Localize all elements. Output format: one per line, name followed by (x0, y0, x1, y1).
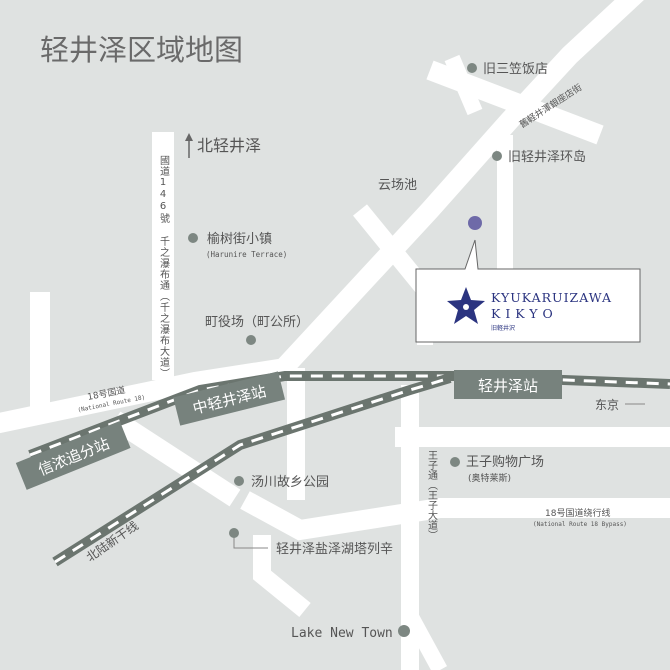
label-old-mikasa: 旧三笠饭店 (483, 62, 548, 77)
label-kumobaike: 云场池 (378, 178, 417, 193)
bellflower-logo-icon (447, 287, 485, 324)
label-yukawa-park: 汤川故乡公园 (251, 475, 329, 490)
pin-town-office (246, 335, 256, 345)
label-prince-road: 王子通（王子大道） (426, 450, 438, 540)
label-prince-shopping: 王子购物广场 (466, 454, 544, 470)
label-bypass: 18号国道绕行线 (545, 507, 610, 519)
label-route146: 國道146號 千之瀑布通（千之瀑布大道） (158, 155, 170, 379)
hotel-name-2: KIKYO (491, 306, 558, 321)
pin-prince-shopping (450, 457, 460, 467)
road-lake-new-town (402, 611, 448, 670)
station-karuizawa-label: 轻井泽站 (478, 377, 538, 395)
label-harunire: 榆树街小镇 (207, 232, 272, 247)
road-southwest-diagonal (109, 411, 241, 507)
pin-old-mikasa (467, 63, 477, 73)
label-shiozawa: 轻井泽盐泽湖塔列辛 (276, 542, 393, 557)
pin-harunire (188, 233, 198, 243)
label-town-office: 町役场（町公所） (205, 315, 309, 330)
map-title: 轻井泽区域地图 (40, 33, 243, 67)
road-bypass (240, 491, 670, 541)
label-lake-new-town: Lake New Town (291, 626, 393, 641)
station-karuizawa: 轻井泽站 (454, 370, 562, 399)
hotel-sub: 旧軽井沢 (491, 324, 515, 332)
road-route-146 (160, 0, 170, 135)
label-tokyo: 东京 (595, 398, 619, 412)
road-diagonal-to-mikasa (272, 0, 644, 379)
label-old-karuizawa-ring: 旧轻井泽环岛 (508, 149, 586, 165)
hotel-name: KYUKARUIZAWA (491, 290, 612, 305)
hotel-callout: KYUKARUIZAWA KIKYO 旧軽井沢 (415, 216, 641, 343)
shiozawa-connector (233, 534, 268, 549)
location-pins (188, 63, 502, 637)
label-bypass-en: (National Route 18 Bypass) (533, 521, 627, 528)
rail-hokuriku-dash (54, 376, 451, 564)
label-prince-shopping-sub: (奥特莱斯) (468, 472, 511, 484)
road-mikasa-branch (444, 54, 483, 116)
pin-lake-new-town (398, 625, 410, 637)
north-arrow-icon (185, 133, 193, 158)
pin-shiozawa (229, 528, 239, 538)
pin-yukawa-park (234, 476, 244, 486)
pin-old-karuizawa-ring (492, 151, 502, 161)
north-label: 北轻井泽 (197, 136, 261, 155)
label-harunire-en: (Harunire Terrace) (206, 250, 287, 259)
road-route-18 (0, 358, 287, 434)
hotel-pin (468, 216, 482, 230)
